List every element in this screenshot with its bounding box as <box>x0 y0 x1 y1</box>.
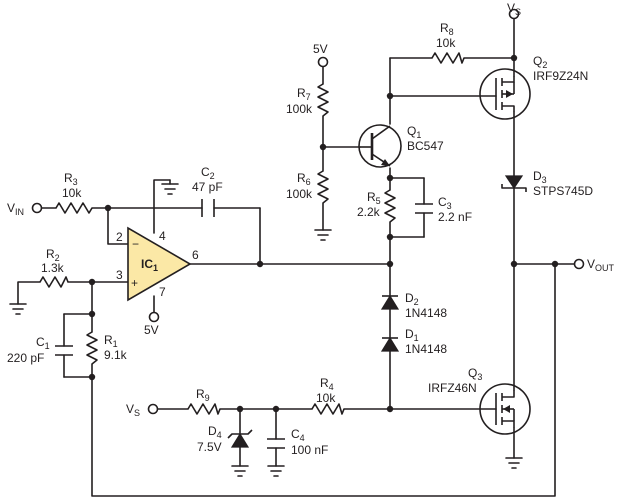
r4-ref: R4 <box>320 376 334 392</box>
resistor-r4-icon <box>311 403 345 415</box>
diode-d4-zener-icon <box>227 429 253 448</box>
capacitor-c1-icon <box>55 345 73 356</box>
resistor-r7-icon <box>317 83 329 117</box>
c2-ref: C2 <box>201 165 215 181</box>
c2-value: 47 pF <box>192 180 223 194</box>
c4-value: 100 nF <box>291 443 328 457</box>
q2-value: IRF9Z24N <box>533 69 588 83</box>
resistor-r6-icon <box>317 170 329 204</box>
q1-ref: Q1 <box>407 124 421 140</box>
diode-d2-icon <box>380 294 400 310</box>
vs-left-label: VS <box>126 402 140 418</box>
q1-value: BC547 <box>407 139 444 153</box>
terminals <box>31 8 585 415</box>
d1-value: 1N4148 <box>405 342 447 356</box>
capacitors <box>55 199 433 449</box>
vs-top-terminal <box>508 8 520 20</box>
vout-terminal <box>573 258 585 270</box>
resistor-r5-icon <box>384 189 396 223</box>
pin-7-label: 7 <box>159 285 166 299</box>
pin-2-label: 2 <box>116 230 123 244</box>
r1-ref: R1 <box>104 333 118 349</box>
r8-value: 10k <box>436 36 456 50</box>
r3-ref: R3 <box>64 171 78 187</box>
supply-ic1-terminal <box>148 311 160 323</box>
resistor-r3-icon <box>55 202 93 214</box>
r2-value: 1.3k <box>41 261 65 275</box>
ground-icon-d4 <box>231 465 249 477</box>
ground-icon-r6 <box>314 229 332 241</box>
d3-ref: D3 <box>533 169 547 185</box>
c3-value: 2.2 nF <box>438 210 472 224</box>
supply-ic1-label: 5V <box>144 323 159 337</box>
ground-icon-q3 <box>505 457 523 469</box>
pin-6-label: 6 <box>192 248 199 262</box>
opamp-name: IC1 <box>141 257 158 273</box>
pin-4-label: 4 <box>159 229 166 243</box>
vin-label: VIN <box>7 201 24 217</box>
ground-icon-ic1 <box>161 179 179 195</box>
r4-value: 10k <box>316 391 336 405</box>
resistor-r2-icon <box>39 276 69 288</box>
vin-terminal <box>31 202 43 214</box>
vs-top-label: VS <box>507 1 521 17</box>
r1-value: 9.1k <box>104 348 128 362</box>
pin-3-label: 3 <box>116 268 123 282</box>
supply-r7-label: 5V <box>313 42 328 56</box>
r2-ref: R2 <box>46 247 60 263</box>
capacitor-c4-icon <box>267 438 285 449</box>
opamp-plus-sign: + <box>131 276 138 290</box>
ground-symbols <box>9 179 523 477</box>
r8-ref: R8 <box>440 21 454 37</box>
r6-ref: R6 <box>297 171 311 187</box>
d4-ref: D4 <box>208 424 222 440</box>
resistor-r1-icon <box>86 331 98 365</box>
diode-d1-icon <box>380 336 400 352</box>
resistors <box>39 52 465 415</box>
d1-ref: D1 <box>405 327 419 343</box>
q2-ref: Q2 <box>533 54 547 70</box>
d4-value: 7.5V <box>197 440 222 454</box>
r7-value: 100k <box>286 102 313 116</box>
transistor-q3-nmos-icon <box>479 383 531 435</box>
supply-r7-terminal <box>317 56 329 68</box>
q3-value: IRFZ46N <box>428 381 477 395</box>
q3-ref: Q3 <box>468 366 482 382</box>
wires <box>17 17 575 497</box>
net-labels: VIN VOUT VS VS 5V 5V <box>7 1 615 418</box>
c4-ref: C4 <box>291 427 305 443</box>
vout-label: VOUT <box>587 257 615 273</box>
resistor-r8-icon <box>431 52 465 64</box>
diode-d3-schottky-icon <box>501 175 527 192</box>
resistor-r9-icon <box>187 403 221 415</box>
vs-left-terminal <box>147 403 159 415</box>
c3-ref: C3 <box>438 195 452 211</box>
r5-ref: R5 <box>367 190 381 206</box>
d2-ref: D2 <box>405 291 419 307</box>
junctions <box>88 54 559 413</box>
component-labels: R3 10k R2 1.3k R1 9.1k C1 220 pF C2 47 p… <box>7 21 593 457</box>
ground-icon-r2 <box>9 303 27 315</box>
d2-value: 1N4148 <box>405 306 447 320</box>
r9-ref: R9 <box>196 387 210 403</box>
d3-value: STPS745D <box>533 184 593 198</box>
diodes <box>227 175 527 448</box>
capacitor-c3-icon <box>415 203 433 214</box>
c1-ref: C1 <box>36 335 50 351</box>
r6-value: 100k <box>286 187 313 201</box>
r7-ref: R7 <box>297 86 311 102</box>
transistor-q1-npn-icon <box>358 124 402 168</box>
capacitor-c2-icon <box>201 199 215 217</box>
opamp-minus-sign: − <box>132 237 139 251</box>
r3-value: 10k <box>62 186 82 200</box>
c1-value: 220 pF <box>7 351 44 365</box>
r5-value: 2.2k <box>357 205 381 219</box>
ground-icon-c4 <box>267 465 285 477</box>
opamp-ic1: − + IC1 2 3 4 7 6 <box>116 226 199 302</box>
transistor-q2-pmos-icon <box>479 68 531 120</box>
